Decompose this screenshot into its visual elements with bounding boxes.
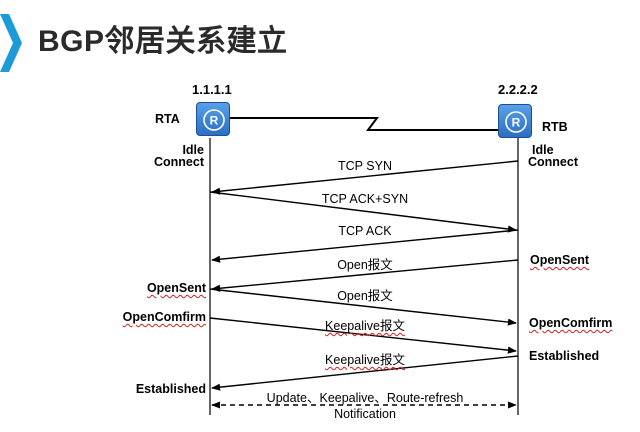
arrow-tcp-syn (211, 160, 519, 195)
page-title: BGP邻居关系建立 (38, 25, 288, 58)
msg-update: Update、Keepalive、Route-refresh (266, 391, 464, 405)
rta-state-idle: Idle (182, 143, 204, 157)
msg-keepalive-b-text: Keepalive报文 (325, 353, 405, 367)
rta-name: RTA (155, 112, 180, 126)
rta-ip: 1.1.1.1 (192, 82, 232, 97)
rtb-name: RTB (542, 120, 568, 134)
msg-open-b: Open报文 (337, 258, 393, 272)
rtb-state-opensent-text: OpenSent (530, 253, 590, 267)
msg-keepalive-a-text: Keepalive报文 (325, 319, 405, 333)
arrow-open-a (209, 288, 517, 326)
router-link (230, 117, 498, 131)
chevron-icon (0, 14, 22, 72)
rtb-state-openconfirm: OpenComfirm (529, 316, 612, 330)
rta-state-openconfirm: OpenComfirm (100, 310, 206, 324)
rta-state-connect: Connect (154, 155, 204, 169)
arrow-keepalive-a (209, 317, 517, 354)
rta-router-icon: R (196, 102, 230, 136)
msg-keepalive-a: Keepalive报文 (300, 319, 430, 333)
msg-notification: Notification (334, 407, 396, 421)
msg-tcp-ack-syn: TCP ACK+SYN (321, 192, 409, 206)
rta-state-opensent-text: OpenSent (146, 281, 206, 295)
rtb-ip: 2.2.2.2 (498, 82, 538, 97)
arrow-tcp-ack-syn (209, 191, 517, 233)
rta-state-opensent: OpenSent (120, 281, 206, 295)
rta-state-established: Established (135, 382, 206, 396)
msg-keepalive-b: Keepalive报文 (300, 353, 430, 367)
svg-text:R: R (210, 114, 219, 128)
svg-text:R: R (512, 116, 521, 130)
msg-open-a: Open报文 (337, 289, 393, 303)
msg-tcp-ack: TCP ACK (338, 224, 392, 238)
rtb-state-connect: Connect (528, 155, 578, 169)
rtb-router-icon: R (498, 104, 532, 138)
rtb-state-established: Established (529, 349, 600, 363)
rtb-state-openconfirm-text: OpenComfirm (529, 316, 613, 330)
rtb-state-opensent: OpenSent (530, 253, 589, 267)
arrow-keepalive-b (211, 355, 519, 391)
msg-tcp-syn: TCP SYN (338, 159, 392, 173)
rta-state-openconfirm-text: OpenComfirm (122, 310, 206, 324)
arrow-tcp-ack (211, 229, 519, 263)
rtb-state-idle: Idle (532, 143, 554, 157)
arrow-open-b (211, 259, 519, 292)
